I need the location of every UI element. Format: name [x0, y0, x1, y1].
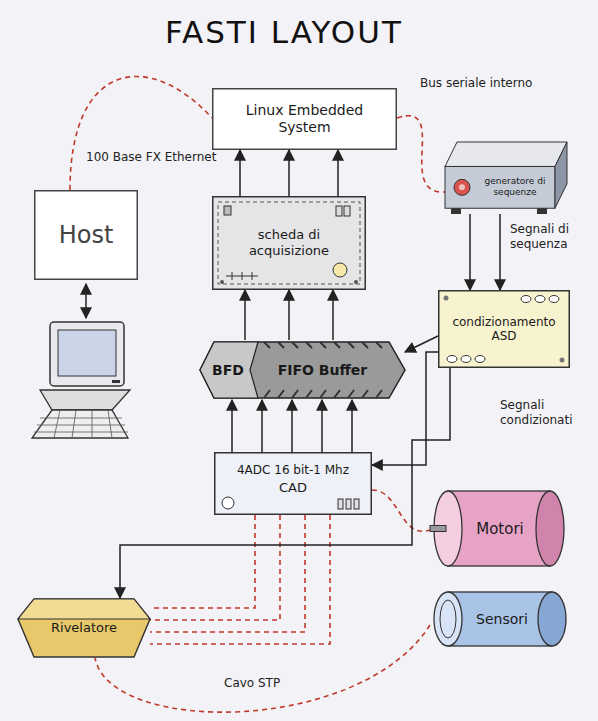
serial-cable [70, 77, 212, 190]
signal-arrow [332, 290, 334, 340]
node-content: scheda di acquisizione [212, 196, 366, 290]
node-text: condizionamento ASD [450, 315, 558, 344]
annotation-label: 100 Base FX Ethernet [84, 150, 218, 165]
node-content: Sensori [430, 588, 570, 650]
annotation-label: Cavo STP [222, 676, 282, 691]
node-text: scheda di acquisizione [226, 227, 352, 258]
signal-arrow [244, 290, 246, 340]
sequence-generator: generatore di sequenze [445, 142, 567, 214]
node-content: generatore di sequenze [445, 142, 567, 214]
node-text: FIFO Buffer [250, 362, 395, 379]
node-text: BFD [206, 362, 250, 379]
serial-cable [397, 116, 445, 192]
node-text: Sensori [476, 611, 528, 628]
computer-icon [32, 322, 130, 438]
detector-prism: Rivelatore [18, 598, 150, 658]
node-content: BFDFIFO Buffer [200, 340, 405, 400]
node-content: 4ADC 16 bit-1 MhzCAD [214, 452, 372, 515]
serial-cable [150, 515, 255, 608]
signal-arrow [321, 400, 323, 452]
node-text: Linux Embedded System [230, 102, 380, 136]
node-text: Rivelatore [51, 620, 117, 636]
signal-arrow [239, 150, 241, 196]
system-box: Linux Embedded System [212, 88, 397, 150]
serial-cable [372, 490, 430, 531]
node-content: Host [34, 190, 138, 280]
node-text: Motori [476, 520, 524, 538]
annotation-label: Segnali condizionati [498, 398, 586, 428]
signal-arrow [405, 336, 438, 352]
signal-arrow [351, 400, 353, 452]
signal-arrow [499, 214, 501, 290]
signal-arrow [337, 150, 339, 196]
signal-arrow [469, 214, 471, 290]
node-content: condizionamento ASD [438, 290, 570, 368]
signal-arrow [291, 400, 293, 452]
motor-cylinder: Motori [430, 487, 568, 570]
conditioning-board: condizionamento ASD [438, 290, 570, 368]
annotation-label: Bus seriale interno [418, 76, 534, 91]
signal-arrow [261, 400, 263, 452]
node-text: CAD [279, 480, 307, 496]
acquisition-board: scheda di acquisizione [212, 196, 366, 290]
sensor-cylinder: Sensori [430, 588, 570, 650]
signal-arrow [288, 290, 290, 340]
node-text: 4ADC 16 bit-1 Mhz [237, 463, 349, 477]
signal-arrow [120, 368, 450, 598]
host-box: Host [34, 190, 138, 280]
signal-arrow [231, 400, 233, 452]
annotation-label: Segnali di sequenza [508, 222, 594, 252]
serial-cable [150, 515, 305, 632]
adc-board: 4ADC 16 bit-1 MhzCAD [214, 452, 372, 515]
node-content: Rivelatore [18, 598, 150, 658]
node-content: Motori [430, 487, 568, 570]
host-link-arrow [85, 284, 87, 318]
signal-arrow [288, 150, 290, 196]
node-text: generatore di sequenze [479, 176, 551, 198]
serial-cable [150, 515, 280, 620]
diagram-title: FASTI LAYOUT [165, 14, 403, 50]
serial-cable [95, 625, 430, 712]
serial-cable [150, 515, 330, 644]
node-text: Host [59, 221, 114, 250]
fifo-buffer: BFDFIFO Buffer [200, 340, 405, 400]
node-content: Linux Embedded System [212, 88, 397, 150]
